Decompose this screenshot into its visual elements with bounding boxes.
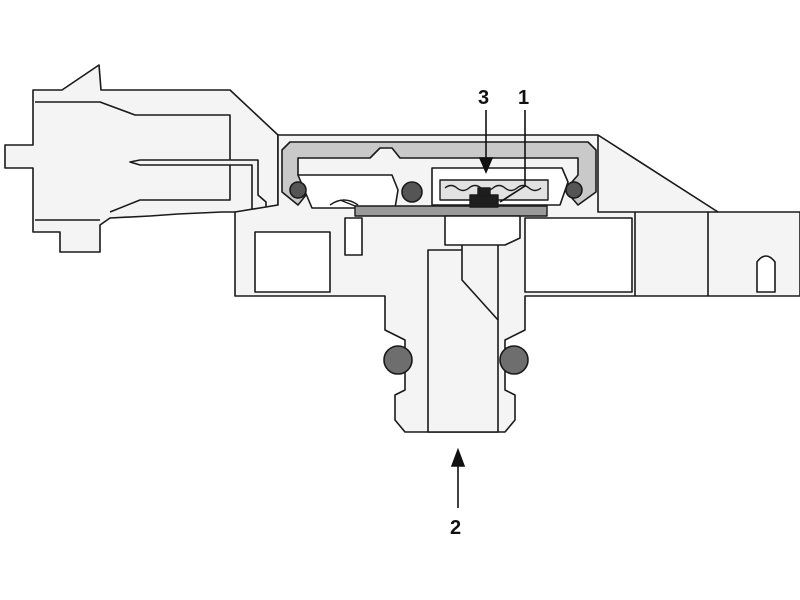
reference-chamber — [439, 179, 549, 201]
seal-right — [565, 181, 583, 199]
sensor-element — [469, 194, 499, 208]
sensor-housing — [4, 64, 800, 433]
mounting-stub — [344, 217, 363, 256]
bracket-rib — [634, 212, 709, 296]
seal-center — [401, 181, 423, 203]
callout-1-leader — [499, 185, 526, 203]
bond-wire — [329, 199, 359, 207]
callout-label-2: 2 — [450, 517, 461, 539]
pressure-inlet — [344, 215, 521, 433]
mounting-bracket — [597, 135, 718, 213]
seal-left — [289, 181, 307, 199]
callout-arrows — [450, 110, 526, 508]
inlet-throat — [444, 215, 521, 246]
o-rings — [383, 345, 529, 375]
callout-label-3: 3 — [478, 87, 489, 109]
bracket-slot — [756, 255, 776, 293]
sensor-chip — [477, 187, 491, 197]
o-ring-left — [383, 345, 413, 375]
sensor-chamber — [329, 179, 549, 217]
callout-3-arrowhead — [478, 157, 494, 175]
circuit-board — [354, 205, 548, 217]
callout-label-1: 1 — [518, 87, 529, 109]
cover-inner-left — [297, 174, 399, 209]
body-pocket-right — [524, 217, 633, 293]
connector-cavity — [35, 101, 231, 213]
sensor-cover — [281, 141, 597, 209]
electrical-connector — [4, 64, 279, 253]
callout-2-arrowhead — [450, 447, 466, 467]
body-pocket-left — [254, 231, 331, 293]
o-ring-right — [499, 345, 529, 375]
